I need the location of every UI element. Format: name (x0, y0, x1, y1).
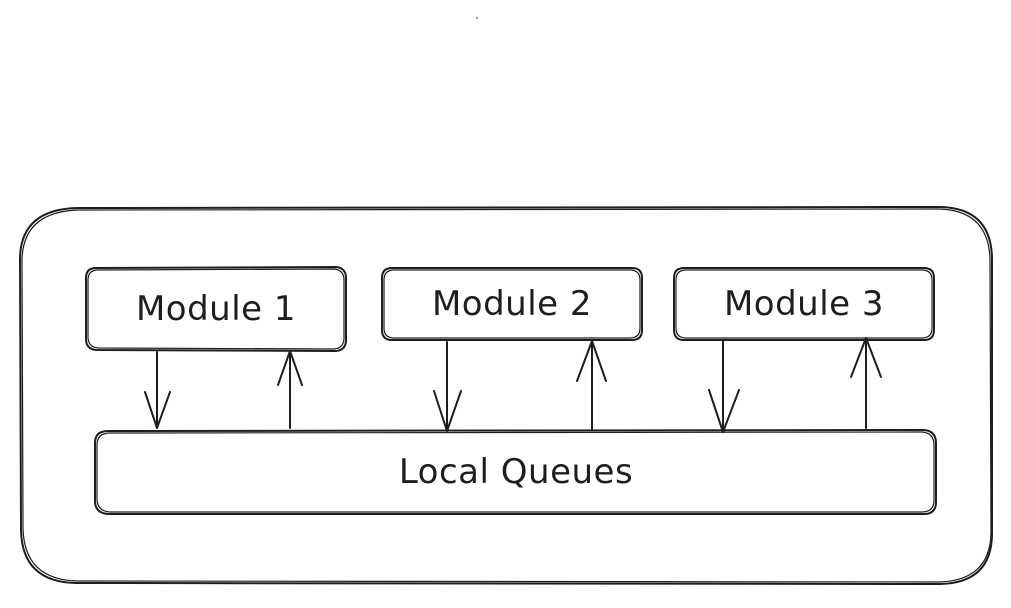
arrow-queues-to-module-3 (850, 337, 882, 429)
module-1-box (85, 266, 347, 352)
arrow-module-3-to-queues (708, 340, 740, 433)
arrow-module-1-to-queues (144, 351, 171, 429)
stray-dot (476, 17, 478, 19)
arrow-queues-to-module-2 (576, 340, 607, 431)
outer-container (19, 206, 993, 585)
arrow-module-2-to-queues (433, 341, 462, 432)
module-2-box (381, 267, 643, 341)
local-queues-box (94, 429, 937, 515)
module-3-box (673, 267, 935, 341)
arrow-queues-to-module-1 (277, 350, 303, 429)
